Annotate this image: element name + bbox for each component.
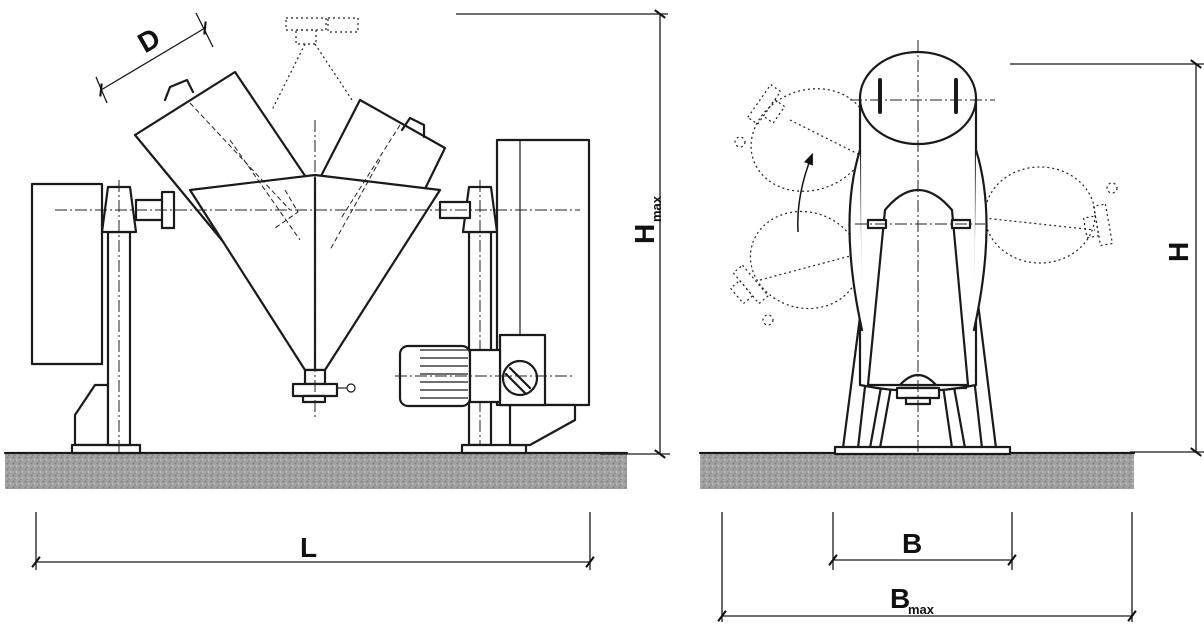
dimension-bmax: B max	[717, 512, 1137, 622]
dimension-l: L	[31, 512, 595, 570]
dimension-b: B	[828, 512, 1017, 570]
dimension-h: H	[1010, 59, 1204, 457]
label-h: H	[1163, 242, 1194, 262]
dimension-hmax: H max	[456, 9, 670, 459]
lid-handle-right	[400, 116, 426, 139]
rotation-arrow	[797, 152, 813, 233]
lid-handle-left	[163, 78, 195, 102]
front-view: D L H max	[30, 9, 670, 570]
label-b: B	[902, 528, 922, 559]
outlet-rotated-right	[1082, 203, 1114, 247]
label-hmax-subscript: max	[649, 195, 664, 222]
left-housing	[30, 182, 104, 366]
dimension-d: D	[95, 12, 214, 104]
drum	[848, 50, 988, 406]
left-column	[100, 180, 138, 455]
side-view: H B B max	[717, 40, 1204, 622]
label-hmax: H	[629, 224, 660, 244]
label-d: D	[133, 22, 166, 59]
left-foot-bracket	[73, 383, 110, 447]
motor	[395, 344, 575, 408]
ground-side-view	[700, 453, 1134, 489]
ground-front-view	[5, 453, 627, 489]
outlet-rotated-lower-left	[729, 264, 770, 305]
label-bmax: B	[890, 583, 910, 614]
label-l: L	[300, 532, 317, 563]
v-blender-vessel	[133, 70, 447, 404]
label-bmax-subscript: max	[908, 602, 935, 617]
discharge-valve-rotated-top	[271, 17, 359, 111]
outlet-rotated-upper-left	[746, 83, 786, 126]
